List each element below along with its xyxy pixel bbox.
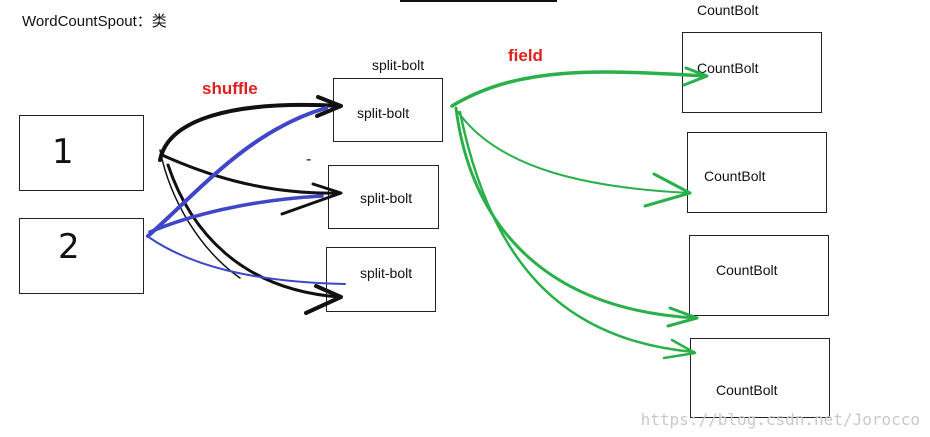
black-arrowhead-split-3	[304, 284, 343, 315]
spout-box-1: 1	[19, 115, 144, 191]
stray-dash: -	[306, 151, 312, 168]
spout-number: 2	[58, 227, 80, 267]
shuffle-label: shuffle	[202, 79, 258, 98]
green-arrowhead-count-3	[666, 306, 699, 328]
count-bolt-label: CountBolt	[716, 262, 778, 278]
green-arrow-to-count-4	[458, 110, 696, 354]
spout-box-2: 2	[19, 218, 144, 294]
blue-arrow-to-split-1	[146, 106, 328, 238]
split-bolt-box-3: split-bolt	[326, 247, 436, 312]
black-arrow-to-split-3	[166, 163, 342, 299]
count-bolt-box-4: CountBolt	[690, 338, 830, 418]
black-arrowhead-split-1	[315, 95, 343, 118]
count-bolt-label: CountBolt	[704, 168, 766, 184]
top-divider-line	[400, 0, 557, 2]
split-bolt-label: split-bolt	[360, 190, 413, 206]
count-bolt-box-1: CountBolt	[682, 32, 822, 113]
green-arrowhead-count-2	[643, 172, 692, 208]
black-stroke-extra	[159, 149, 241, 279]
split-bolt-label: split-bolt	[360, 265, 413, 281]
black-arrowhead-split-2	[280, 182, 343, 216]
split-bolt-label: split-bolt	[357, 105, 410, 121]
green-arrow-to-count-2	[457, 111, 691, 194]
count-bolt-box-2: CountBolt	[687, 132, 827, 213]
black-arrow-to-split-2	[160, 153, 342, 195]
blue-arrow-to-split-3	[149, 237, 346, 285]
blue-arrow-to-split-2	[148, 194, 324, 234]
green-arrowhead-count-1	[682, 66, 709, 87]
count-bolt-box-3: CountBolt	[689, 235, 829, 316]
watermark-text: https://blog.csdn.net/Jorocco	[640, 410, 920, 429]
green-arrow-to-count-1	[450, 70, 708, 108]
green-arrowhead-count-4	[662, 338, 697, 360]
field-label: field	[508, 46, 543, 65]
green-arrow-to-count-3	[454, 106, 699, 320]
count-bolt-label: CountBolt	[697, 60, 759, 76]
black-arrow-to-split-1	[158, 102, 342, 162]
spout-number: 1	[52, 132, 74, 172]
count-bolt-label: CountBolt	[716, 382, 778, 398]
count-bolt-header: CountBolt	[697, 2, 759, 18]
diagram-title: WordCountSpout：类	[22, 13, 167, 30]
split-bolt-header: split-bolt	[372, 57, 425, 73]
